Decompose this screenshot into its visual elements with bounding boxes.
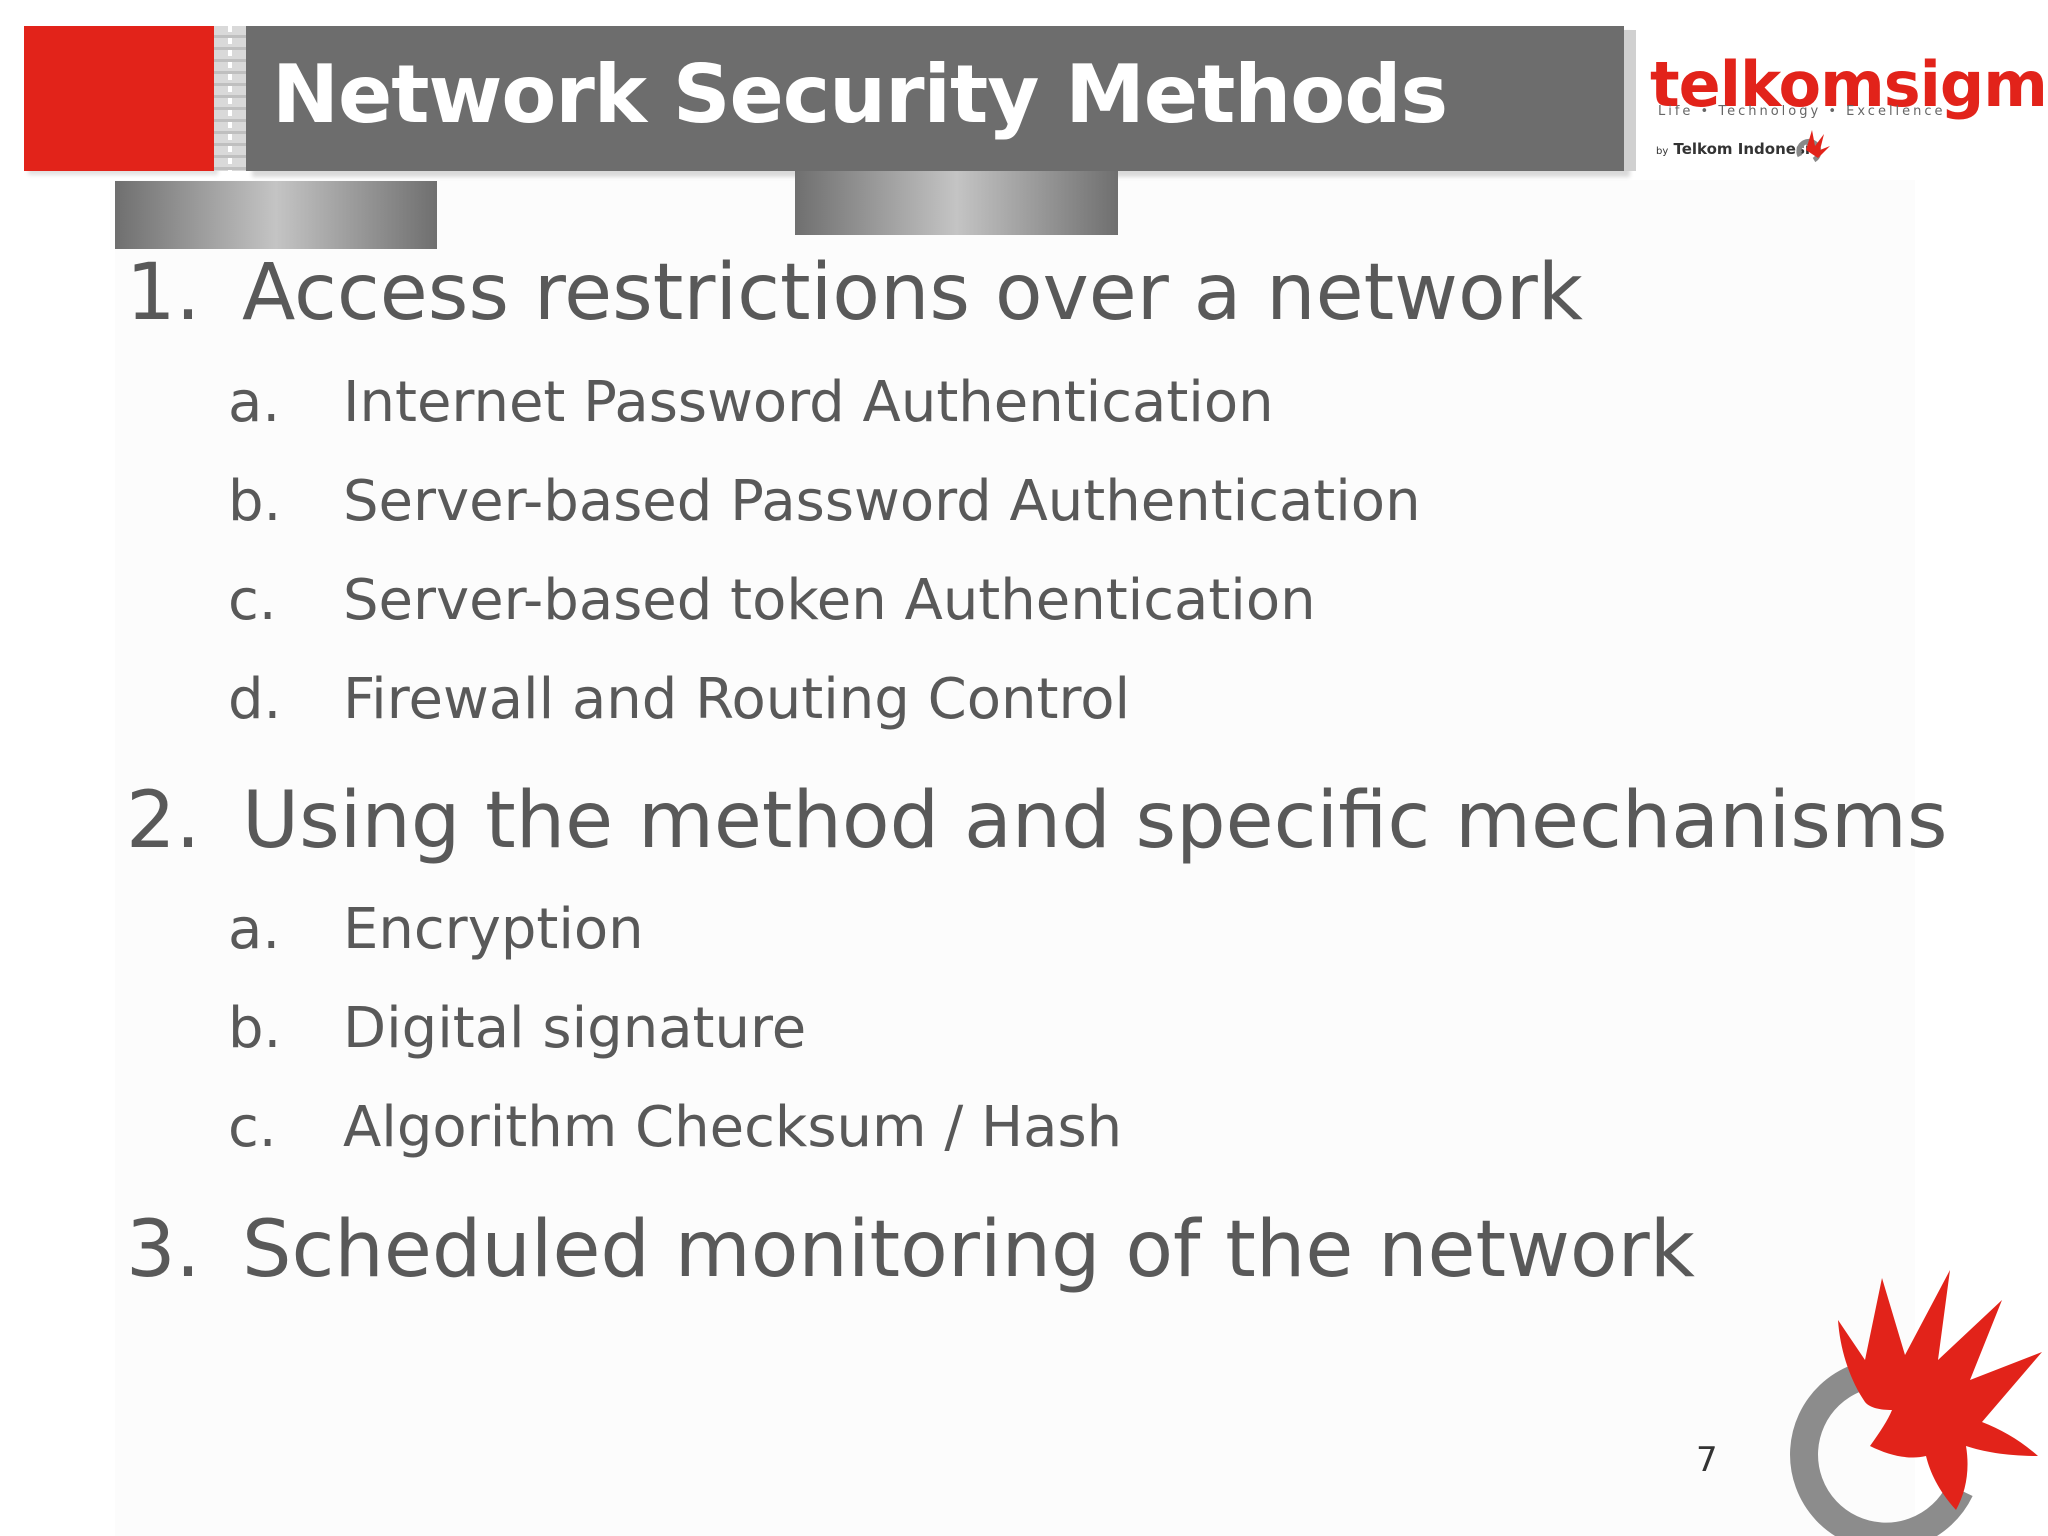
title-bar-edge xyxy=(1624,30,1636,171)
slide-background xyxy=(115,180,1915,1536)
list-item-2: 2. Using the method and specific mechanis… xyxy=(126,776,1947,866)
page-number: 7 xyxy=(1696,1440,1718,1480)
sub-item-text: Server-based Password Authentication xyxy=(343,469,1421,534)
telkom-mark-icon xyxy=(1790,1270,2042,1536)
telkom-mark-small-icon xyxy=(1796,130,1830,163)
sub-letter: b. xyxy=(228,469,282,534)
sub-item-1a: a. Internet Password Authentication xyxy=(228,370,1274,435)
list-item-text: Access restrictions over a network xyxy=(242,248,1583,338)
list-item-text: Scheduled monitoring of the network xyxy=(242,1205,1695,1295)
logo-tagline: Life • Technology • Excellence xyxy=(1658,104,1946,119)
sub-item-text: Firewall and Routing Control xyxy=(343,667,1131,732)
title-bar xyxy=(246,26,1624,171)
logo-by-prefix: by xyxy=(1656,146,1669,157)
sub-item-text: Encryption xyxy=(343,897,644,962)
logo-wordmark: telkomsigma xyxy=(1650,48,2048,121)
sub-item-text: Server-based token Authentication xyxy=(343,568,1316,633)
sub-item-text: Digital signature xyxy=(343,996,807,1061)
sub-letter: c. xyxy=(228,1095,277,1160)
sub-item-text: Internet Password Authentication xyxy=(343,370,1274,435)
list-number: 3. xyxy=(126,1205,201,1295)
sub-letter: a. xyxy=(228,897,281,962)
list-item-text: Using the method and specific mechanisms xyxy=(242,776,1948,866)
sub-item-2c: c. Algorithm Checksum / Hash xyxy=(228,1095,1122,1160)
logo-byline: by Telkom Indonesia xyxy=(1656,140,1820,158)
sub-item-1d: d. Firewall and Routing Control xyxy=(228,667,1130,732)
decorative-tab-left xyxy=(115,181,437,249)
list-number: 2. xyxy=(126,776,201,866)
list-number: 1. xyxy=(126,248,201,338)
sub-letter: b. xyxy=(228,996,282,1061)
header-red-block xyxy=(24,26,214,171)
sub-item-2a: a. Encryption xyxy=(228,897,644,962)
sub-item-1c: c. Server-based token Authentication xyxy=(228,568,1316,633)
sub-item-2b: b. Digital signature xyxy=(228,996,806,1061)
list-item-3: 3. Scheduled monitoring of the network xyxy=(126,1205,1695,1295)
logo-by-name: Telkom Indonesia xyxy=(1673,140,1821,158)
sub-letter: a. xyxy=(228,370,281,435)
list-item-1: 1. Access restrictions over a network xyxy=(126,248,1583,338)
sub-letter: c. xyxy=(228,568,277,633)
sub-item-text: Algorithm Checksum / Hash xyxy=(343,1095,1123,1160)
sub-letter: d. xyxy=(228,667,282,732)
slide-title: Network Security Methods xyxy=(272,48,1448,141)
header-dashed-strip xyxy=(214,26,246,171)
decorative-tab-center xyxy=(795,171,1118,235)
sub-item-1b: b. Server-based Password Authentication xyxy=(228,469,1421,534)
